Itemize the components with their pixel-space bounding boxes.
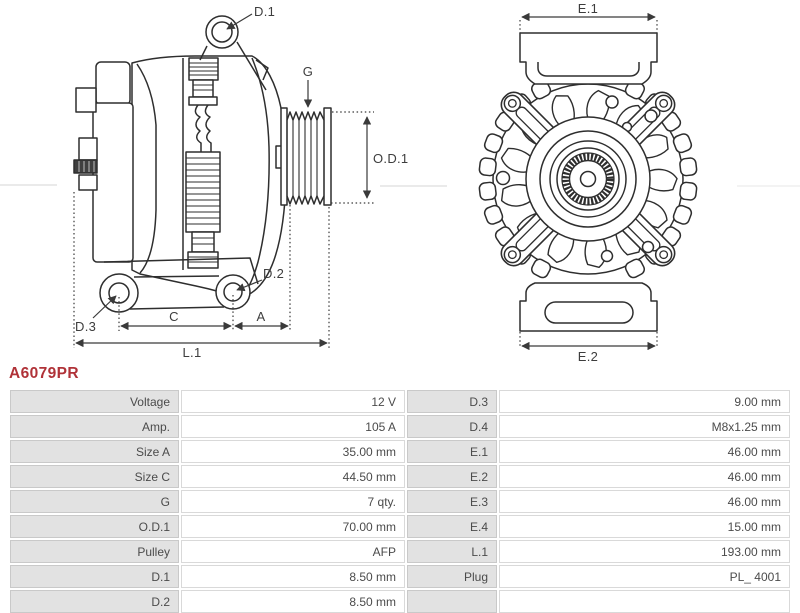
spec-value: 15.00 mm <box>499 515 790 538</box>
spec-label: O.D.1 <box>10 515 179 538</box>
mount-tab <box>78 137 98 161</box>
spec-label: D.4 <box>407 415 497 438</box>
spec-label <box>407 590 497 613</box>
spec-value <box>499 590 790 613</box>
spec-row: Amp. 105 A D.4 M8x1.25 mm <box>10 415 790 438</box>
spec-label: Voltage <box>10 390 179 413</box>
dim-label-d3: D.3 <box>75 319 96 334</box>
spec-value: 7 qty. <box>181 490 405 513</box>
front-view-dimensions <box>519 12 658 351</box>
side-view-drawing <box>73 15 332 313</box>
dim-label-e2: E.2 <box>578 349 598 364</box>
spec-label: Size A <box>10 440 179 463</box>
spec-value: 12 V <box>181 390 405 413</box>
spec-value: 44.50 mm <box>181 465 405 488</box>
spec-label: E.2 <box>407 465 497 488</box>
spec-value: M8x1.25 mm <box>499 415 790 438</box>
spec-value: 8.50 mm <box>181 590 405 613</box>
spec-value: 35.00 mm <box>181 440 405 463</box>
spec-value: 46.00 mm <box>499 440 790 463</box>
spec-row: O.D.1 70.00 mm E.4 15.00 mm <box>10 515 790 538</box>
spec-value: 46.00 mm <box>499 465 790 488</box>
dim-label-e1: E.1 <box>578 1 598 16</box>
spec-row: Size C 44.50 mm E.2 46.00 mm <box>10 465 790 488</box>
spec-label: G <box>10 490 179 513</box>
spec-label: Size C <box>10 465 179 488</box>
spec-label: Amp. <box>10 415 179 438</box>
center-hub <box>525 116 651 242</box>
spec-value: 193.00 mm <box>499 540 790 563</box>
mount-tab <box>78 174 98 191</box>
dim-label-od1: O.D.1 <box>373 151 408 166</box>
page-divider-line <box>0 184 800 187</box>
spec-row: Size A 35.00 mm E.1 46.00 mm <box>10 440 790 463</box>
front-bottom-bracket <box>519 282 658 332</box>
shaft-hole <box>579 170 597 188</box>
spec-value: 8.50 mm <box>181 565 405 588</box>
mount-tab <box>75 87 97 113</box>
technical-drawing: D.1 G O.D.1 D.3 D.2 C A L.1 <box>0 1 800 364</box>
spec-value: 46.00 mm <box>499 490 790 513</box>
side-view-dimensions <box>73 13 374 348</box>
dim-label-l1: L.1 <box>183 345 202 360</box>
spec-label: D.2 <box>10 590 179 613</box>
stator-fins <box>185 57 221 269</box>
spec-label: Pulley <box>10 540 179 563</box>
spec-label: Plug <box>407 565 497 588</box>
vent-holes <box>495 95 658 263</box>
front-view-labels: E.1 E.2 <box>578 1 598 364</box>
spec-value: 9.00 mm <box>499 390 790 413</box>
front-view-drawing <box>478 32 698 332</box>
front-top-bracket <box>519 32 658 85</box>
spec-label: E.1 <box>407 440 497 463</box>
spec-row: Pulley AFP L.1 193.00 mm <box>10 540 790 563</box>
spec-label: D.1 <box>10 565 179 588</box>
spec-value: 70.00 mm <box>181 515 405 538</box>
spec-value: AFP <box>181 540 405 563</box>
spec-row: D.1 8.50 mm Plug PL_ 4001 <box>10 565 790 588</box>
dim-label-a: A <box>257 309 266 324</box>
spec-label: D.3 <box>407 390 497 413</box>
dim-label-d1: D.1 <box>254 4 275 19</box>
spec-value: 105 A <box>181 415 405 438</box>
part-number: A6079PR <box>9 365 80 382</box>
spec-table: Voltage 12 V D.3 9.00 mm Amp. 105 A D.4 … <box>8 388 792 613</box>
spec-row: Voltage 12 V D.3 9.00 mm <box>10 390 790 413</box>
pulley <box>275 107 332 206</box>
spec-row: G 7 qty. E.3 46.00 mm <box>10 490 790 513</box>
terminal-block <box>73 159 98 174</box>
spec-row: D.2 8.50 mm <box>10 590 790 613</box>
spec-label: E.3 <box>407 490 497 513</box>
dim-label-d2: D.2 <box>263 266 284 281</box>
spec-label: L.1 <box>407 540 497 563</box>
spec-value: PL_ 4001 <box>499 565 790 588</box>
dim-label-g: G <box>303 64 313 79</box>
dim-label-c: C <box>169 309 179 324</box>
spec-label: E.4 <box>407 515 497 538</box>
side-view-labels: D.1 G O.D.1 D.3 D.2 C A L.1 <box>75 4 408 360</box>
